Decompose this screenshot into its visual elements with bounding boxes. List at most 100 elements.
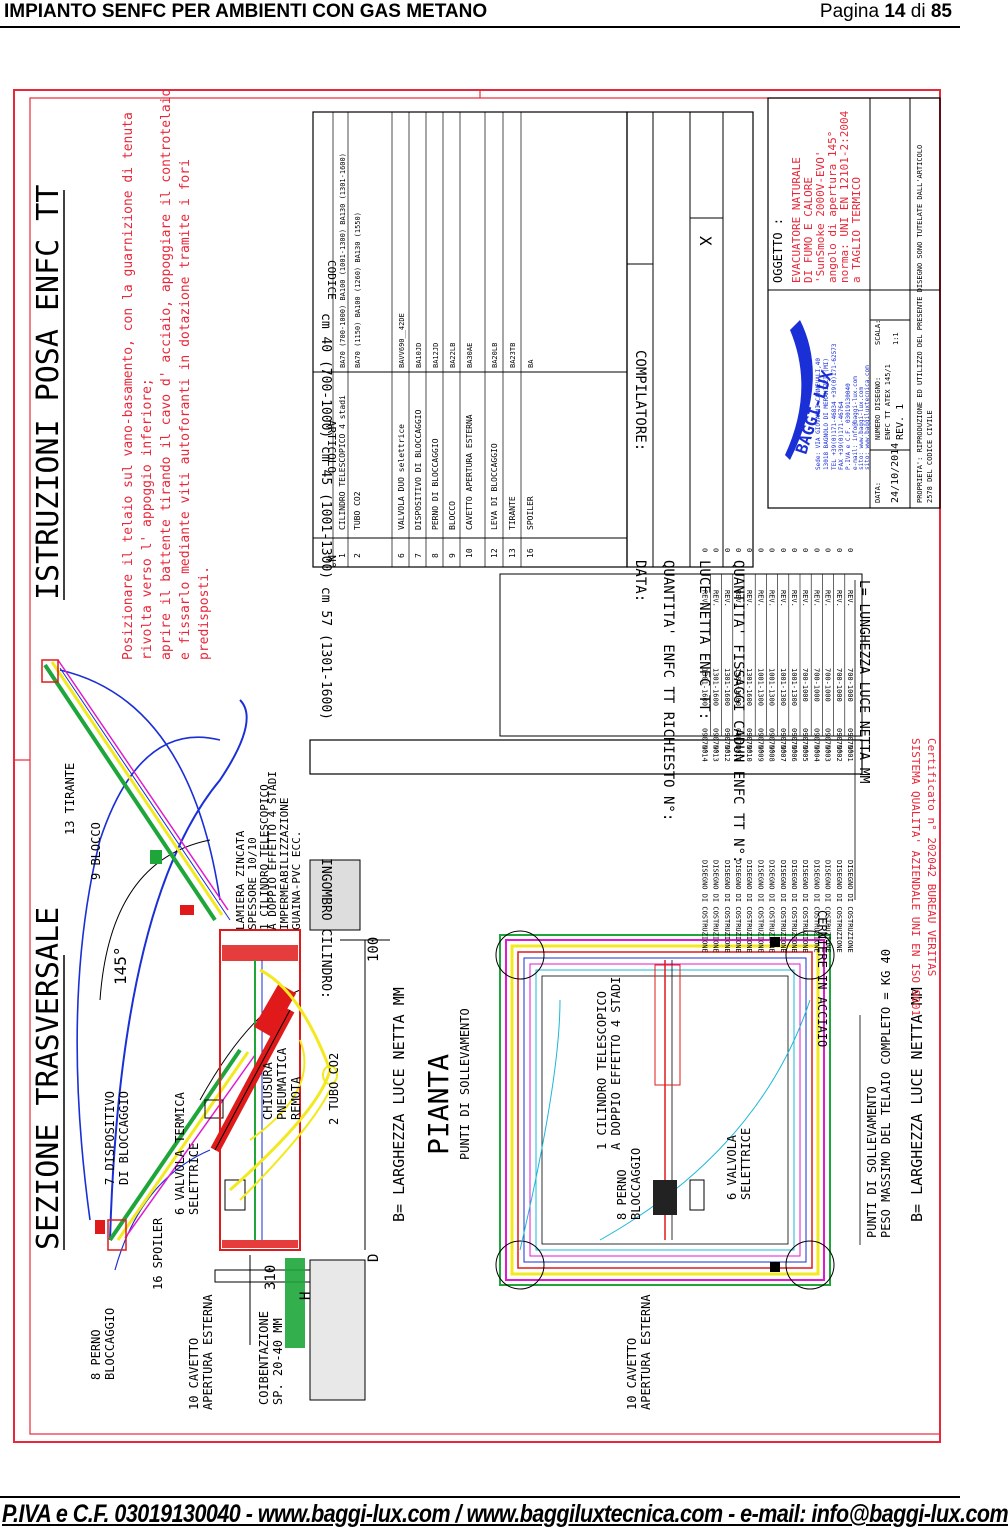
dwg-list-cell: REV. xyxy=(835,590,843,607)
parts-cell: TIRANTE xyxy=(508,496,517,530)
dwg-list-cell: 1301-1600 xyxy=(712,668,720,706)
parts-header-n: N° xyxy=(325,555,338,568)
parts-cell: BAVV690__42DE xyxy=(398,313,406,368)
co2-tube-end xyxy=(322,1065,338,1085)
plan-cavetto: APERTURA ESTERNA xyxy=(639,1294,653,1410)
dwg-list-cell: 09070013 xyxy=(712,728,720,762)
plan-cerniere: CERNIERE IN ACCIAIO xyxy=(815,910,829,1047)
parts-cell: SPOILER xyxy=(526,496,535,530)
callout-chiusura: PNEUMATICA xyxy=(275,1047,289,1120)
instruction-line: predisposti. xyxy=(197,566,212,660)
dim-310: 310 xyxy=(263,1265,279,1290)
sistema-qualita: SISTEMA QUALITA' AZIENDALE UNI EN ISO 90… xyxy=(909,738,938,1016)
parts-header-codice: CODICE xyxy=(325,260,338,300)
dwg-list-cell: 1001-1300 xyxy=(756,668,764,706)
dwg-list-cell: REV. xyxy=(756,590,764,607)
dwg-list-cell: 09070001 xyxy=(846,728,854,762)
page-of: di xyxy=(910,1,926,22)
callout-layer: IMPERMEABILIZZAZIONE xyxy=(278,798,291,930)
parts-cell: LEVA DI BLOCCAGGIO xyxy=(490,443,499,530)
parts-cell: DISPOSITIVO DI BLOCCAGGIO xyxy=(414,409,423,530)
instruction-line: e fissarlo mediante viti autoforanti in … xyxy=(178,159,193,660)
plan-b-larghezza: B= LARGHEZZA LUCE NETTA MM xyxy=(908,987,926,1222)
parts-cell: 1 xyxy=(338,553,347,558)
dwg-list-cell: DISEGNO DI COSTRUZIONE xyxy=(779,860,787,953)
dwg-list-cell: REV. xyxy=(824,590,832,607)
parts-cell: PERNO DI BLOCCAGGIO xyxy=(431,438,440,530)
numero-value: ENFC TT ATEX 145/1 xyxy=(884,364,892,440)
parts-cell: 8 xyxy=(431,553,440,558)
dwg-list-cell: REV. xyxy=(768,590,776,607)
callout-chiusura: REMOTA xyxy=(289,1076,303,1120)
dwg-list-cell: REV. xyxy=(790,590,798,607)
page-footer: P.IVA e C.F. 03019130040 - www.baggi-lux… xyxy=(0,1496,1008,1537)
document-title: IMPIANTO SENFC PER AMBIENTI CON GAS META… xyxy=(4,1,488,22)
dwg-list-cell: 0 xyxy=(812,548,820,552)
dwg-list-cell: DISEGNO DI COSTRUZIONE xyxy=(846,860,854,953)
angle-arc xyxy=(99,839,211,1001)
co2-tube xyxy=(239,1089,331,1201)
parts-cell: 9 xyxy=(448,553,457,558)
parts-cell: 10 xyxy=(465,548,474,558)
dwg-list-cell: N° xyxy=(768,745,776,753)
company-line: e-mail: info@baggi-lux.com xyxy=(852,376,859,470)
footer-rule xyxy=(0,1496,960,1498)
oggetto-line: a TAGLIO TERMICO xyxy=(850,177,863,283)
dwg-list-cell: 0 xyxy=(723,548,731,552)
ingombro-row: INGOMBRO CILINDRO: cm 40 (700-1000) cm 4… xyxy=(309,313,863,999)
plan-cavetto: 10 CAVETTO xyxy=(625,1338,639,1410)
plan-perno: 8 PERNO xyxy=(615,1169,629,1220)
parts-cell: 13 xyxy=(508,548,517,558)
callout-chiusura: CHIUSURA xyxy=(261,1061,275,1120)
instruction-line: aprire il battente tirando il cavo d' ac… xyxy=(159,89,174,660)
oggetto-line: angolo di apertura 145° xyxy=(826,131,839,283)
dwg-list-cell: 1001-1300 xyxy=(768,668,776,706)
callout-layer: A DOPPIO EFFETTO 4 STADI xyxy=(266,771,279,930)
dwg-list-cell: DISEGNO DI COSTRUZIONE xyxy=(835,860,843,953)
callout-dispositivo: DI BLOCCAGGIO xyxy=(117,1091,131,1185)
parts-cell: BA70 (1150) BA100 (1260) BA130 (1550) xyxy=(354,212,362,368)
dwg-list-cell: N° xyxy=(835,745,843,753)
dwg-list-cell: N° xyxy=(712,745,720,753)
instruction-line: rivolta verso l' appoggio inferiore; xyxy=(140,378,155,660)
dwg-list-cell: 09070004 xyxy=(812,728,820,762)
dwg-list-cell: REV. xyxy=(700,590,708,607)
parts-cell: BA10JD xyxy=(415,343,423,368)
oggetto-label: OGGETTO : xyxy=(771,218,785,283)
callout-perno: 8 PERNO xyxy=(89,1329,103,1380)
company-line: sito: www.baggiluxtecnica.com xyxy=(864,365,871,470)
plan-cilindro: 1 CILINDRO TELESCOPICO xyxy=(595,991,609,1150)
dwg-list-cell: DISEGNO DI COSTRUZIONE xyxy=(812,860,820,953)
plan-valvola: SELETTRICE xyxy=(739,1128,753,1200)
parts-cell: 7 xyxy=(414,553,423,558)
callout-layer: SPESSORE 10/10 xyxy=(246,837,259,930)
callout-coibentazione: COIBENTAZIONE xyxy=(257,1311,271,1405)
parts-header-articolo: ARTICOLO xyxy=(325,420,338,473)
dwg-list-cell: REV. xyxy=(812,590,820,607)
parts-cell: 16 xyxy=(526,548,535,558)
dwg-list-cell: N° xyxy=(745,745,753,753)
dwg-list-cell: 0 xyxy=(801,548,809,552)
dwg-list-cell: 0 xyxy=(768,548,776,552)
dwg-list-cell: 1001-1300 xyxy=(790,668,798,706)
callout-tirante: 13 TIRANTE xyxy=(63,763,77,835)
dwg-list-cell: DISEGNO DI COSTRUZIONE xyxy=(768,860,776,953)
parts-luce-netta: LUCE NETTA ENFC TT: xyxy=(696,560,712,720)
callout-valvola-termica: SELETTRICE xyxy=(187,1143,201,1215)
section-callouts: 8 PERNO BLOCCAGGIO 10 CAVETTO APERTURA E… xyxy=(63,763,341,1410)
callout-cavetto: 10 CAVETTO xyxy=(187,1338,201,1410)
parts-mark: X xyxy=(696,236,715,246)
plan-callouts: 1 CILINDRO TELESCOPICO A DOPPIO EFFETTO … xyxy=(595,580,926,1410)
footer-contact: P.IVA e C.F. 03019130040 - www.baggi-lux… xyxy=(2,1500,1008,1528)
plan-peso: PESO MASSIMO DEL TELAIO COMPLETO = KG 40 xyxy=(879,949,893,1238)
dwg-list-cell: 09070006 xyxy=(790,728,798,762)
parts-cell: 6 xyxy=(397,553,406,558)
dwg-list-cell: 0 xyxy=(700,548,708,552)
dwg-list-cell: 1301-1600 xyxy=(734,668,742,706)
dim-h: H xyxy=(298,1292,314,1300)
dwg-list-cell: 09070011 xyxy=(734,728,742,762)
company-line: TEL +39(0)171-46834 +39(0)171-62573 xyxy=(831,343,838,470)
ingombro-values: cm 40 (700-1000) cm 45 (1001-1300) cm 57… xyxy=(318,313,333,720)
dwg-list-cell: DISEGNO DI COSTRUZIONE xyxy=(824,860,832,953)
oggetto-line: EVACUATORE NATURALE xyxy=(790,157,803,283)
